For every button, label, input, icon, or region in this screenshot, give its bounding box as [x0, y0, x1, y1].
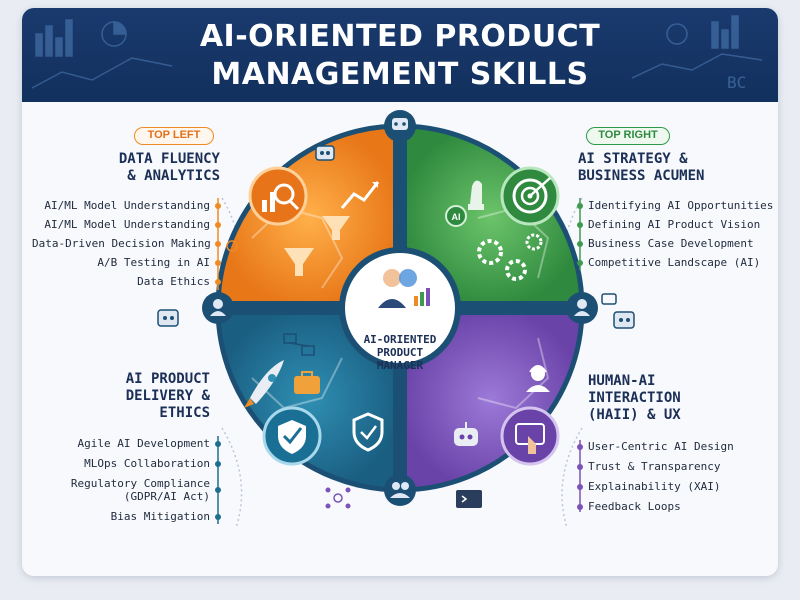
- top-right-title-line-1: AI STRATEGY &: [578, 151, 688, 167]
- top-left-item: AI/ML Model Understanding: [44, 218, 210, 231]
- settings-user-icon: [226, 240, 238, 252]
- hub-node-left: [202, 292, 234, 324]
- top-left-item: A/B Testing in AI: [97, 256, 210, 269]
- center-label-line-1: AI-ORIENTED: [363, 333, 437, 346]
- section-title-top-left: DATA FLUENCY & ANALYTICS: [62, 151, 220, 185]
- bottom-right-title-line-3: (HAII) & UX: [588, 407, 681, 423]
- bottom-right-item: User-Centric AI Design: [588, 440, 734, 453]
- bottom-left-item: Agile AI Development: [77, 437, 210, 450]
- top-left-title-line-2: & ANALYTICS: [127, 168, 220, 184]
- chess-piece-icon: [468, 180, 484, 210]
- header-decoration: BC: [31, 15, 763, 92]
- small-robot-icon-top: [315, 145, 335, 161]
- bottom-left-item: MLOps Collaboration: [84, 457, 210, 470]
- quadrant-top-right: [400, 126, 582, 308]
- robot-icon: [454, 422, 478, 446]
- bottom-left-title-line-3: ETHICS: [159, 405, 210, 421]
- ethics-shield-icon: [352, 412, 384, 452]
- top-right-item: Identifying AI Opportunities: [588, 199, 774, 212]
- bottom-right-item: Trust & Transparency: [588, 460, 721, 473]
- tag-top-left: TOP LEFT: [134, 127, 214, 145]
- bottom-left-item: Regulatory Compliance: [70, 477, 210, 490]
- rocket-icon: [244, 360, 284, 408]
- quadrant-top-left: [218, 126, 400, 308]
- page-title: AI-ORIENTED PRODUCT MANAGEMENT SKILLS: [22, 18, 778, 94]
- user-headset-icon: [526, 365, 550, 392]
- analytics-magnifier-icon: [248, 166, 308, 226]
- hub-node-right: [566, 292, 598, 324]
- top-left-title-line-1: DATA FLUENCY: [118, 151, 220, 167]
- center-label: AI-ORIENTED PRODUCT MANAGER: [352, 333, 448, 372]
- bottom-left-title-line-2: DELIVERY &: [125, 388, 210, 404]
- bottom-right-item: Explainability (XAI): [588, 480, 721, 493]
- code-window-icon: [456, 490, 482, 508]
- section-title-top-right: AI STRATEGY & BUSINESS ACUMEN: [578, 151, 768, 185]
- ai-brain-node-icon: AI: [445, 205, 467, 227]
- bottom-left-title-line-1: AI PRODUCT: [125, 371, 210, 387]
- top-right-title-line-2: BUSINESS ACUMEN: [578, 168, 705, 184]
- trend-chart-icon: [340, 181, 380, 209]
- skills-diagram: AI: [157, 110, 635, 529]
- strategy-target-icon: [500, 166, 560, 226]
- touch-interface-icon: [500, 406, 560, 466]
- tag-top-right: TOP RIGHT: [586, 127, 670, 145]
- header-deco-text: BC: [727, 73, 746, 92]
- compliance-shield-icon: [262, 406, 322, 466]
- manager-icon: [378, 269, 430, 308]
- org-chart-icon: [283, 333, 315, 356]
- top-right-item: Competitive Landscape (AI): [588, 256, 761, 269]
- gears-icon: [477, 233, 543, 281]
- section-title-bottom-left: AI PRODUCT DELIVERY & ETHICS: [62, 371, 210, 422]
- bottom-left-item: (GDPR/AI Act): [123, 490, 210, 503]
- peripheral-icons: [157, 145, 635, 509]
- header-banner: BC AI-ORIENTED PRODUCT MANAGEMENT SKILLS: [22, 8, 778, 102]
- center-label-line-3: MANAGER: [376, 359, 424, 372]
- top-left-item: AI/ML Model Understanding: [44, 199, 210, 212]
- bottom-right-title-line-2: INTERACTION: [588, 390, 681, 406]
- hub-node-bottom: [384, 474, 416, 506]
- quadrant-bottom-left: [218, 308, 400, 490]
- top-left-item: Data-Driven Decision Making: [32, 237, 211, 250]
- hub-node-top: [384, 110, 416, 142]
- briefcase-icon: [294, 371, 320, 394]
- chat-bubble-icon: [601, 293, 617, 305]
- ai-node-label: AI: [452, 212, 461, 222]
- infographic-card: BC AI-ORIENTED PRODUCT MANAGEMENT SKILLS: [22, 8, 778, 576]
- small-robot-icon-left: [157, 309, 179, 327]
- title-line-2: MANAGEMENT SKILLS: [211, 57, 589, 92]
- top-right-item: Business Case Development: [588, 237, 754, 250]
- top-left-item: Data Ethics: [137, 275, 210, 288]
- data-funnel-icon: [284, 216, 350, 276]
- bottom-right-title-line-1: HUMAN-AI: [588, 373, 656, 389]
- bottom-left-item: Bias Mitigation: [110, 510, 210, 523]
- section-title-bottom-right: HUMAN-AI INTERACTION (HAII) & UX: [588, 373, 768, 424]
- small-robot-icon-right: [613, 311, 635, 329]
- quadrant-bottom-right: [400, 308, 582, 490]
- title-line-1: AI-ORIENTED PRODUCT: [199, 19, 601, 54]
- top-right-item: Defining AI Product Vision: [588, 218, 761, 231]
- bottom-right-item: Feedback Loops: [588, 500, 681, 513]
- center-label-line-2: PRODUCT: [376, 346, 424, 359]
- network-icon: [325, 487, 351, 509]
